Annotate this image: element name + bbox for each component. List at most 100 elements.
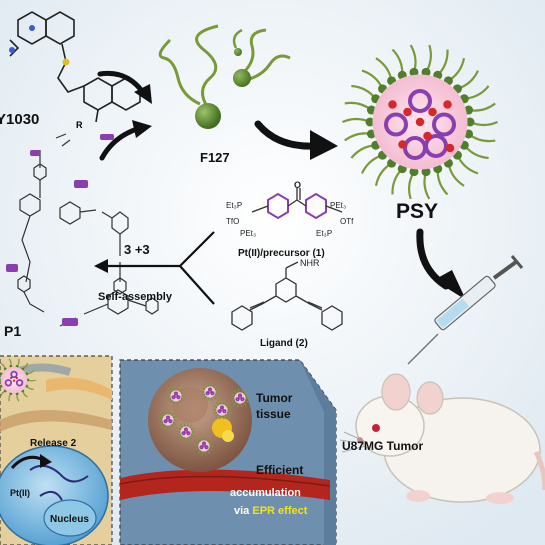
ppo-bead: [409, 167, 419, 177]
ppo-bead: [233, 397, 235, 399]
metallacycle-ring: [210, 391, 215, 396]
ppo-bead: [179, 431, 181, 433]
psy-label: PSY: [396, 200, 438, 223]
ppo-bead: [365, 117, 375, 127]
metallacycle-ring: [384, 112, 408, 137]
y1030-dot: [203, 445, 205, 447]
arrow-p1-to-f127-head: [132, 120, 152, 138]
y1030-dot: [174, 394, 176, 396]
tumor-label-line2: tissue: [256, 407, 291, 421]
y1030-dot: [168, 418, 170, 420]
metallacycle-ring: [186, 431, 191, 436]
metallacycle-ring: [10, 370, 18, 379]
r-group-label: R: [76, 120, 83, 130]
y1030-structure: [9, 11, 141, 123]
y1030-dot: [403, 107, 412, 117]
metallacycle-ring: [4, 379, 13, 387]
ppo-bead: [245, 397, 247, 399]
y1030-dot: [388, 100, 397, 109]
self-assembly-label: Self-assembly: [98, 291, 173, 303]
efficient-label: Efficient: [256, 463, 303, 477]
ratio-label: 3 +3: [124, 242, 150, 257]
tumor-panel: [119, 359, 337, 545]
arrow-psy-to-syringe-head: [434, 270, 466, 300]
otf-label: OTf: [340, 217, 354, 226]
ligand-structure: [231, 261, 343, 331]
metallacycle-ring: [408, 89, 432, 113]
metallacycle-ring: [205, 391, 210, 396]
epr-text: via EPR effect: [234, 505, 308, 517]
y1030-dot: [220, 408, 222, 410]
metallacycle-ring: [222, 409, 227, 414]
pet3-label-d: Et₃P: [316, 229, 332, 238]
metallacycle-ring: [432, 112, 456, 137]
y1030-dot: [202, 444, 204, 446]
y1030-dot: [12, 379, 16, 382]
pet3-label-c: PEt₃: [330, 201, 346, 210]
ligand-label: Ligand (2): [260, 338, 308, 349]
p1-label: P1: [4, 323, 21, 339]
y1030-dot: [175, 395, 177, 397]
precursor-structure: [251, 188, 343, 220]
release-label: Release 2: [30, 438, 77, 449]
syringe: [407, 255, 524, 365]
p1-pt-accents: [6, 134, 114, 326]
self-assembly-arrow-head: [94, 259, 108, 273]
ppo-bead: [209, 445, 211, 447]
tfo-label: TfO: [226, 217, 239, 226]
y1030-dot: [204, 444, 206, 446]
accumulation-label: accumulation: [230, 487, 301, 499]
pet3-label-a: Et₃P: [226, 201, 242, 210]
ppo-bead: [227, 409, 229, 411]
y1030-dot: [222, 408, 224, 410]
metallacycle-ring: [168, 419, 173, 424]
via-label: via: [234, 505, 252, 517]
y1030-dot: [428, 107, 437, 117]
y1030-dot: [239, 397, 241, 399]
metallacycle-ring: [15, 379, 24, 387]
y1030-dot: [166, 418, 168, 420]
metallacycle-ring: [199, 445, 204, 450]
y1030-dot: [221, 409, 223, 411]
metallacycle-ring: [235, 397, 240, 402]
ppo-bead: [215, 409, 217, 411]
y1030-dot: [398, 140, 407, 149]
ppo-bead: [26, 378, 30, 382]
y1030-dot: [208, 390, 210, 392]
metallacycle-ring: [165, 415, 171, 420]
y1030-dot: [185, 431, 187, 433]
epr-effect-label: EPR effect: [252, 505, 307, 517]
ppo-bead: [161, 419, 163, 421]
ppo-bead: [409, 67, 419, 77]
ppo-bead: [465, 117, 475, 127]
y1030-dot: [209, 391, 211, 393]
ppo-bead: [215, 391, 217, 393]
arrow-y1030-to-f127-head: [134, 84, 152, 104]
y1030-dot: [186, 430, 188, 432]
y1030-dot: [238, 396, 240, 398]
arrow-f127-to-psy-head: [310, 130, 338, 160]
metallacycle-ring: [181, 431, 186, 436]
metallacycle-ring: [173, 391, 179, 396]
metallacycle-ring: [240, 397, 245, 402]
metallacycle-ring: [183, 427, 189, 432]
f127-label: F127: [200, 150, 230, 165]
ppo-bead: [191, 431, 193, 433]
ppo-bead: [421, 167, 431, 177]
y1030-label: Y1030: [0, 111, 39, 128]
metallacycle-ring: [424, 134, 448, 158]
precursor-label: Pt(II)/precursor (1): [238, 248, 325, 259]
carbonyl-o-label: O: [294, 180, 301, 190]
metallacycle-ring: [219, 405, 225, 410]
y1030-dot: [210, 390, 212, 392]
tumor-nanoparticles: [158, 382, 250, 456]
y1030-dot: [15, 376, 18, 380]
self-assembly-fork: [106, 231, 215, 305]
y1030-dot: [415, 117, 425, 127]
y1030-dot: [167, 419, 169, 421]
y1030-dot: [176, 394, 178, 396]
tumor-model-label: U87MG Tumor: [342, 439, 423, 453]
ppo-bead: [203, 391, 205, 393]
y1030-dot: [423, 131, 432, 141]
